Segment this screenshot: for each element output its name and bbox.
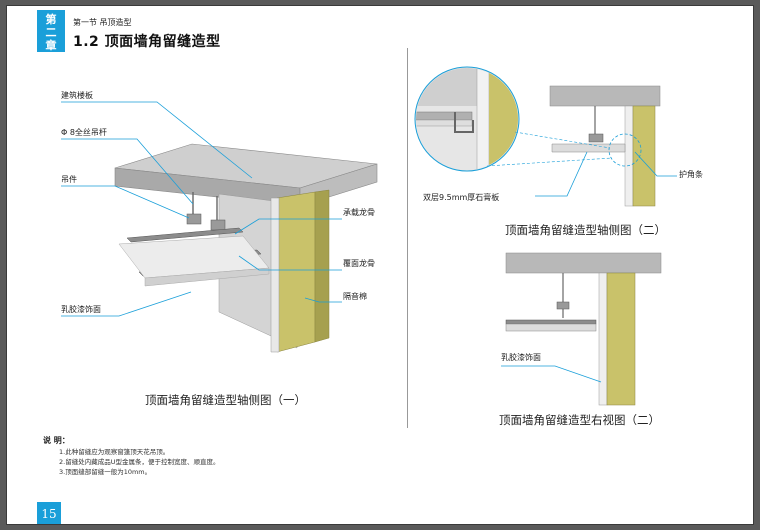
figure3-leaders [501, 365, 602, 383]
section-label: 第一节 吊顶造型 [73, 18, 132, 27]
label-main-keel: 承载龙骨 [343, 208, 375, 217]
note-item: 1.此种留缝应为观察窗篷顶天花吊顶。 [59, 448, 170, 456]
document-page: 第 二 章 第一节 吊顶造型 1.2 顶面墙角留缝造型 [6, 5, 754, 525]
figure3-caption: 顶面墙角留缝造型右视图（二） [499, 413, 660, 427]
chapter-tab: 第 二 章 [37, 10, 65, 52]
label-cover-keel: 覆面龙骨 [343, 259, 375, 268]
label-rod: Φ 8全丝吊杆 [61, 128, 107, 137]
chapter-char-1: 第 [45, 13, 57, 26]
figure2-caption: 顶面墙角留缝造型轴侧图（二） [505, 223, 666, 237]
notes-title: 说 明： [43, 436, 70, 445]
figure1-leaders [61, 101, 342, 317]
figure3-drawing [505, 252, 662, 406]
label-corner-strip: 护角条 [679, 170, 703, 179]
note-item: 3.顶面缝部留缝一般为10mm。 [59, 468, 152, 476]
label-insulation: 隔音棉 [343, 292, 367, 301]
label-finish-1: 乳胶漆饰面 [61, 305, 101, 314]
label-slab: 建筑楼板 [61, 91, 93, 100]
label-finish-3: 乳胶漆饰面 [501, 353, 541, 362]
illustrations [61, 66, 677, 406]
chapter-char-3: 章 [45, 39, 57, 52]
figure1-drawing [114, 143, 378, 353]
page-number: 15 [37, 502, 61, 524]
figure2-drawing [414, 66, 661, 207]
label-hanger: 吊件 [61, 175, 77, 184]
vertical-divider [407, 48, 408, 428]
label-gypsum-board: 双层9.5mm厚石膏板 [423, 193, 500, 202]
figure1-caption: 顶面墙角留缝造型轴侧图（一） [145, 393, 306, 407]
note-item: 2.留缝处内藏成品U型金属条，便于控制宽度、顺直度。 [59, 458, 220, 466]
page-title: 1.2 顶面墙角留缝造型 [73, 34, 221, 50]
figure2-leaders [535, 151, 677, 197]
chapter-char-2: 二 [45, 26, 57, 39]
